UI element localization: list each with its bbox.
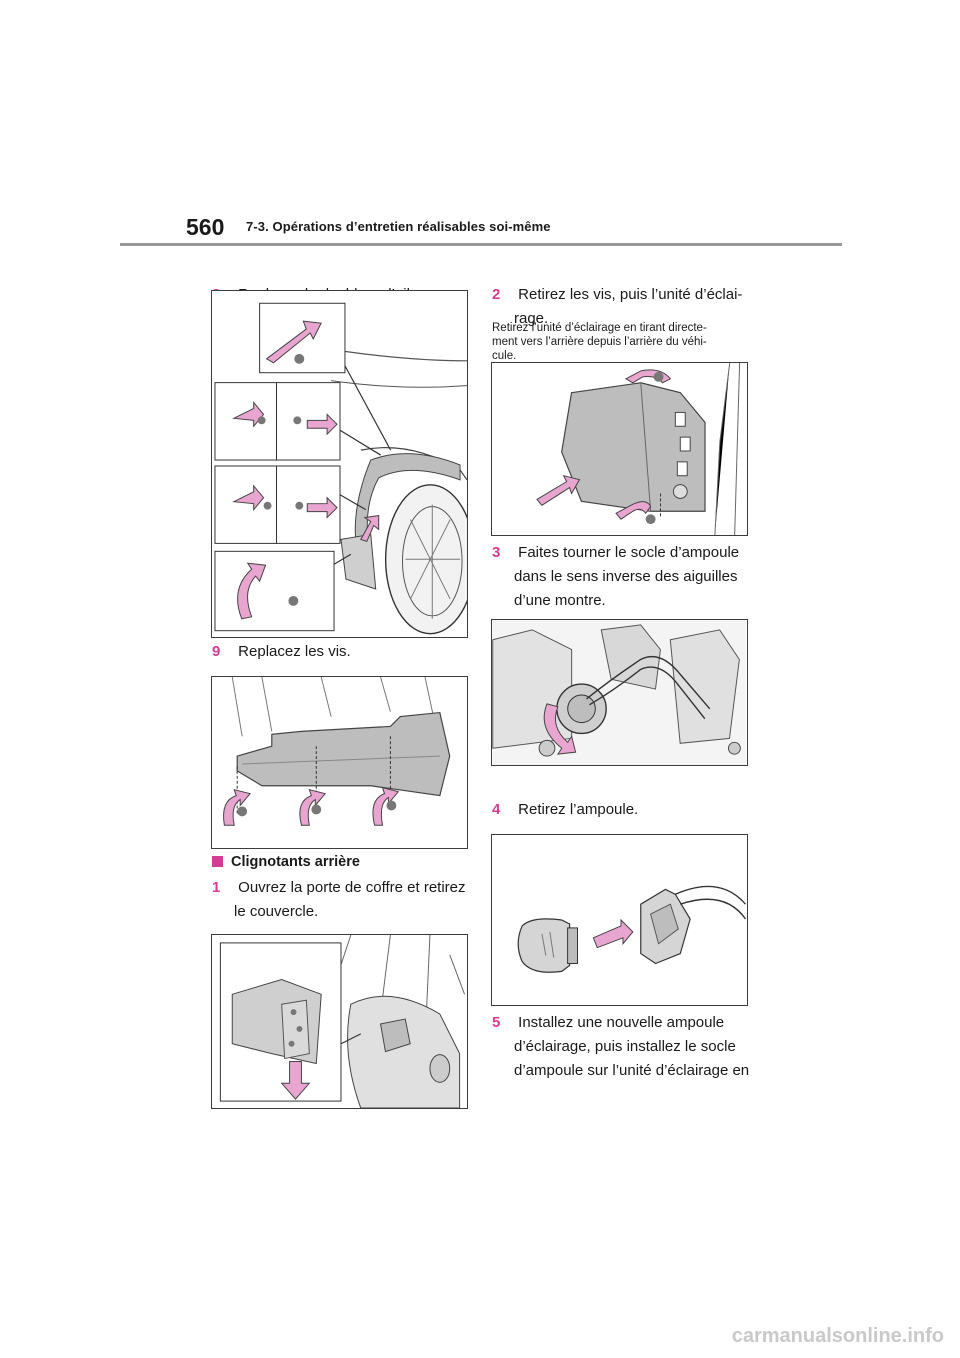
step-text: Retirez l’ampoule. (518, 801, 639, 818)
step-text-line: le couvercle. (234, 903, 319, 920)
step-text-line: Ouvrez la porte de coffre et retirez (238, 879, 466, 896)
step-text-line: Retirez les vis, puis l’unité d’éclai- (518, 286, 743, 303)
step-text-line: d’éclairage, puis installez le socle (514, 1038, 736, 1055)
step-text-line: dans le sens inverse des aiguilles (514, 568, 738, 585)
section-heading-rear-indicators: Clignotants arrière (212, 854, 360, 870)
figure-remove-lamp-unit (491, 362, 748, 536)
step-text-line: d’ampoule sur l’unité d’éclairage en (514, 1062, 750, 1079)
figure-remove-bulb (491, 834, 748, 1006)
note-line: ment vers l’arrière depuis l’arrière du … (492, 336, 707, 348)
step-9: 9 Replacez les vis. (212, 640, 351, 664)
note-line: cule. (492, 350, 517, 362)
step-2: 2 Retirez les vis, puis l’unité d’éclai-… (492, 283, 742, 331)
screws-illustration (223, 677, 451, 826)
fender-liner-illustration (214, 302, 467, 635)
figure-replace-screws (211, 676, 468, 849)
heading-text: Clignotants arrière (231, 854, 360, 870)
bulb-illustration (517, 885, 747, 973)
figure-open-tailgate-cover (211, 934, 468, 1109)
step-number: 3 (492, 544, 501, 561)
note-line: Retirez l’unité d’éclairage en tirant di… (492, 322, 707, 334)
step-number: 9 (212, 643, 221, 660)
step-number: 2 (492, 286, 501, 303)
tailgate-cover-illustration (219, 935, 466, 1108)
watermark: carmanualsonline.info (731, 1325, 944, 1347)
step-text-line: Faites tourner le socle d’ampoule (518, 544, 740, 561)
figure-rotate-bulb-socket (491, 619, 748, 766)
lamp-unit-illustration (536, 363, 741, 535)
figure-fender-liner (211, 290, 468, 638)
step-3: 3 Faites tourner le socle d’ampoule dans… (492, 541, 739, 613)
step-text: Replacez les vis. (238, 643, 351, 660)
section-title: 7-3. Opérations d’entretien réalisables … (246, 219, 551, 234)
step-1: 1 Ouvrez la porte de coffre et retirez l… (212, 876, 466, 924)
step-5: 5 Installez une nouvelle ampoule d’éclai… (492, 1011, 749, 1083)
step-text-line: d’une montre. (514, 592, 606, 609)
step-text-line: Installez une nouvelle ampoule (518, 1014, 725, 1031)
step-4: 4 Retirez l’ampoule. (492, 798, 638, 822)
step-text-line: rage. (514, 310, 549, 327)
header-rule (120, 243, 842, 246)
page-number: 560 (186, 214, 225, 240)
step-2-note: Retirez l’unité d’éclairage en tirant di… (492, 321, 707, 363)
step-number: 1 (212, 879, 221, 896)
step-number: 4 (492, 801, 501, 818)
heading-bullet-icon (212, 856, 223, 867)
bulb-socket-illustration (492, 620, 747, 765)
step-number: 5 (492, 1014, 501, 1031)
